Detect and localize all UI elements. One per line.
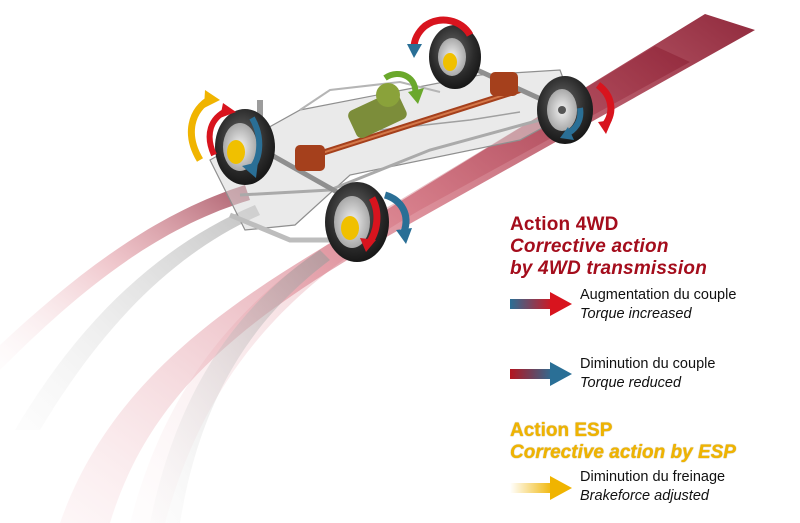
wheel-rear-left (429, 25, 481, 89)
wheel-rear-right-arrows (560, 82, 615, 140)
tire-tracks (0, 14, 755, 523)
front-differential (295, 145, 325, 171)
wheel-front-left-arrows (188, 90, 263, 178)
rear-differential (490, 72, 518, 96)
track-center-grey (150, 250, 330, 523)
track-front-grey (15, 205, 260, 430)
track-rear-left (60, 14, 755, 523)
wheel-rear-left-arrows (407, 16, 474, 58)
track-front-left (0, 185, 250, 370)
wheel-front-right-arrows (360, 191, 412, 252)
wheel-front-left (215, 109, 275, 185)
